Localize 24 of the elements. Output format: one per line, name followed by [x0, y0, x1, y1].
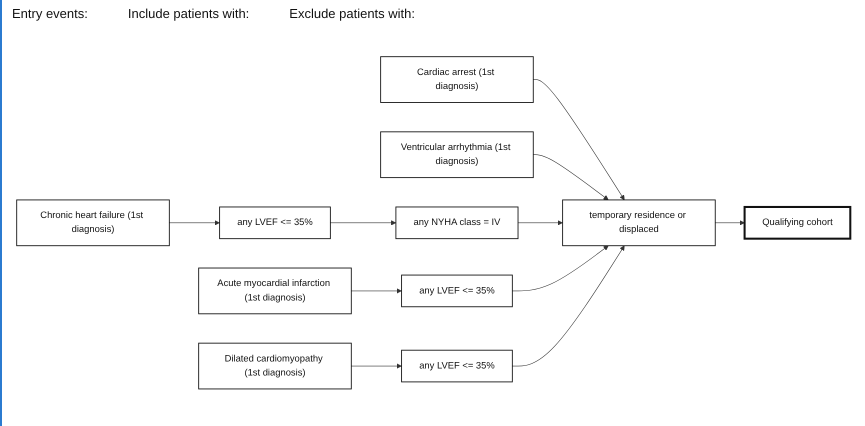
arrow	[512, 245, 625, 366]
arrow	[512, 245, 609, 291]
node-box: any LVEF <= 35%	[401, 274, 513, 307]
arrow	[518, 220, 563, 226]
node-box: any LVEF <= 35%	[401, 349, 513, 382]
arrow	[330, 220, 396, 226]
node-box: any LVEF <= 35%	[219, 206, 331, 239]
node-box: Ventricular arrhythmia (1st diagnosis)	[380, 131, 534, 178]
arrow	[714, 220, 745, 226]
arrow	[169, 220, 220, 226]
arrow	[351, 363, 402, 368]
note-text: Exclude patients with:	[289, 6, 416, 21]
node-box: Qualifying cohort	[744, 206, 852, 240]
arrow	[532, 154, 609, 200]
note-text: Include patients with:	[128, 6, 250, 21]
node-box: Cardiac arrest (1st diagnosis)	[380, 56, 534, 103]
node-box: temporary residence or displaced	[562, 199, 716, 246]
node-box: Chronic heart failure (1st diagnosis)	[16, 199, 170, 246]
note-text: Entry events:	[12, 6, 88, 21]
arrow	[351, 288, 402, 294]
arrow	[532, 78, 625, 200]
node-box: any NYHA class = IV	[395, 206, 518, 239]
node-box: Acute myocardial infarction (1st diagnosis)	[198, 267, 352, 314]
node-box: Dilated cardiomyopathy (1st diagnosis)	[198, 342, 352, 390]
